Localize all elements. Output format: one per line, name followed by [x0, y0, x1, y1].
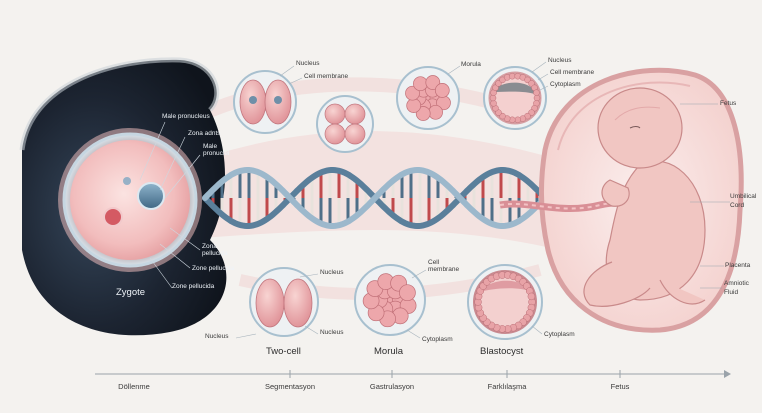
label-two-cell: Two-cell	[266, 347, 301, 357]
label-umbilical-line1: Umbilical	[730, 194, 756, 201]
label-bottom-cytoplasm-morula: Cytoplasm	[422, 337, 453, 344]
trophoblast-cell	[491, 100, 497, 106]
label-zona-pellucida-c: Zone pellucida	[172, 284, 214, 291]
label-bottom-nucleus-left: Nucleus	[205, 334, 228, 341]
top-two-cell	[234, 71, 296, 133]
label-top-cell-membrane: Cell membrane	[304, 74, 348, 81]
female-pronucleus	[104, 208, 122, 226]
male-pronucleus	[138, 183, 164, 209]
blastomere	[429, 105, 443, 119]
label-bottom-blastocyst: Blastocyst	[480, 347, 523, 357]
label-bottom-nucleus-right: Nucleus	[320, 270, 343, 277]
label-amniotic-line1: Amniotic	[724, 281, 749, 288]
timeline-axis	[95, 370, 731, 378]
label-top-cytoplasm: Cytoplasm	[550, 82, 581, 89]
label-umbilical-line2: Cord	[730, 203, 744, 210]
zygote-title: Zygote	[116, 288, 145, 298]
label-male-pronucleus: Male pronucleus	[162, 114, 210, 121]
bottom-blastocyst	[468, 265, 542, 339]
timeline-stage-2: Segmentasyon	[265, 383, 315, 391]
bottom-morula	[355, 265, 425, 335]
label-top-nucleus-2: Nucleus	[548, 58, 571, 65]
bottom-two-cell	[250, 268, 318, 336]
trophoblast-cell	[534, 95, 540, 101]
timeline-stage-1: Döllenme	[118, 383, 150, 391]
top-morula	[397, 67, 459, 129]
label-bottom-cell-membrane: Cell membrane	[428, 260, 462, 273]
trophoblast-cell	[533, 90, 539, 96]
trophoblast-cell	[515, 117, 521, 123]
blastomere	[399, 285, 415, 301]
timeline-stage-5: Fetus	[611, 383, 630, 391]
label-bottom-cytoplasm-blast: Cytoplasm	[544, 332, 575, 339]
zygote	[58, 128, 202, 272]
top-four-cell	[317, 96, 373, 152]
label-amniotic-line2: Fluid	[724, 290, 738, 297]
trophoblast-cell	[528, 293, 535, 300]
top-blastocyst	[484, 67, 546, 129]
label-bottom-morula: Morula	[374, 347, 403, 357]
label-fetus: Fetus	[720, 101, 736, 108]
trophoblast-cell	[509, 73, 515, 79]
label-top-morula: Morula	[461, 62, 481, 69]
label-zona-pellucida-a: Zona pellucida	[202, 244, 242, 257]
label-placenta: Placenta	[725, 263, 750, 270]
timeline-stage-3: Gastrulasyon	[370, 383, 414, 391]
label-zona-adnts: Zona adnts	[188, 131, 221, 138]
trophoblast-cell	[490, 95, 496, 101]
label-male-pronuclei: Male pronuclei	[203, 144, 243, 157]
label-top-nucleus: Nucleus	[296, 61, 319, 68]
label-bottom-nucleus-bottom: Nucleus	[320, 330, 343, 337]
blastomere	[413, 77, 427, 91]
blastomere	[407, 99, 421, 113]
blastomere	[435, 83, 449, 97]
label-zona-pellucida-b: Zone pellucida	[192, 266, 234, 273]
timeline-stage-4: Farklılaşma	[488, 383, 527, 391]
label-top-cell-membrane-2: Cell membrane	[550, 70, 594, 77]
